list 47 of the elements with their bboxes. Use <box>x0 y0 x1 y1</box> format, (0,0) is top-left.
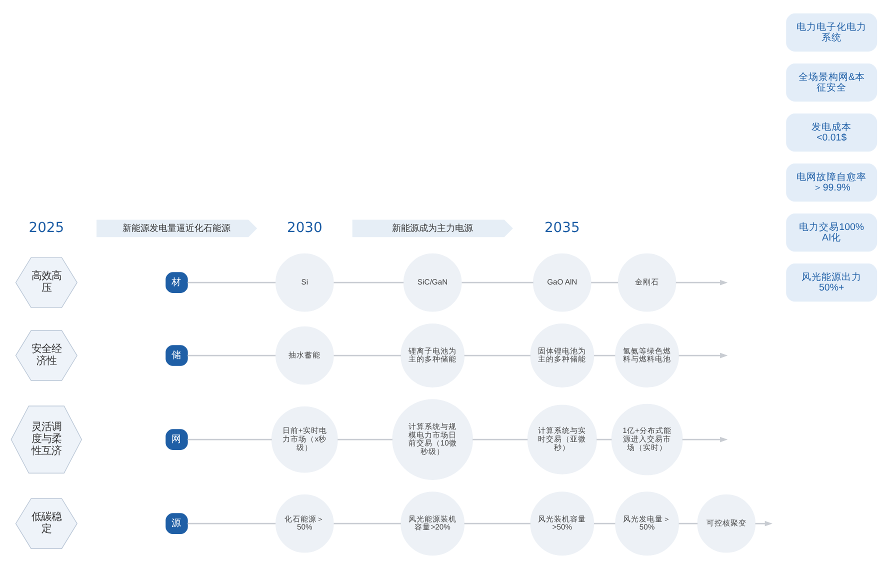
node-box: 风光能源出力50%+ <box>786 263 878 302</box>
node-circle: 日前+实时电力市场（x秒级） <box>271 406 338 473</box>
connector <box>594 522 616 524</box>
label: 2030 <box>286 220 322 236</box>
node-circle: 抽水蓄能 <box>275 326 334 385</box>
node-box: 电力交易100% AI化 <box>786 213 878 252</box>
node-circle: 固体锂电池为主的多种储能 <box>530 324 594 388</box>
node-circle: 计算系统与规模电力市场日前交易（10微秒级） <box>392 399 473 480</box>
label: 2035 <box>544 220 580 236</box>
connector <box>334 354 401 356</box>
connector <box>334 522 401 524</box>
node-circle: 金刚石 <box>618 253 676 312</box>
label: 2025 <box>28 220 64 236</box>
connector <box>188 438 272 440</box>
connector <box>472 438 528 440</box>
node-circle: GaO AlN <box>532 253 592 312</box>
arrow <box>678 352 728 358</box>
arrow <box>755 520 772 526</box>
connector <box>188 354 276 356</box>
node-circle: 锂离子电池为主的多种储能 <box>400 324 465 388</box>
arrow <box>682 436 728 442</box>
node-circle: 计算系统与实时交易（亚微秒） <box>527 404 597 474</box>
node-circle: Si <box>275 253 334 312</box>
connector <box>338 438 392 440</box>
node-circle: 风光装机容量>50% <box>530 492 594 556</box>
node-box: 全场景构网&本征安全 <box>786 63 878 102</box>
node-circle: 1亿+分布式能源进入交易市场（实时） <box>611 404 683 476</box>
connector <box>334 282 404 284</box>
node-circle: 氢氨等绿色燃料与燃料电池 <box>615 324 680 388</box>
node-circle: SiC/GaN <box>403 253 462 312</box>
node-circle: 风光能源装机容量>20% <box>400 492 465 556</box>
connector <box>188 282 276 284</box>
connector <box>464 354 530 356</box>
connector <box>596 438 612 440</box>
node-circle: 化石能源＞50% <box>275 494 334 553</box>
connector <box>678 522 698 524</box>
node-box: 电力电子化电力系统 <box>786 13 878 52</box>
connector <box>464 522 530 524</box>
connector <box>591 282 618 284</box>
node-circle: 可控核聚变 <box>697 494 756 553</box>
node-box: 发电成本<0.01$ <box>786 113 878 152</box>
arrow <box>676 280 728 286</box>
connector <box>594 354 616 356</box>
node-box: 电网故障自愈率＞99.9% <box>786 163 878 202</box>
connector <box>188 522 276 524</box>
connector <box>462 282 534 284</box>
node-circle: 风光发电量＞50% <box>615 492 680 556</box>
